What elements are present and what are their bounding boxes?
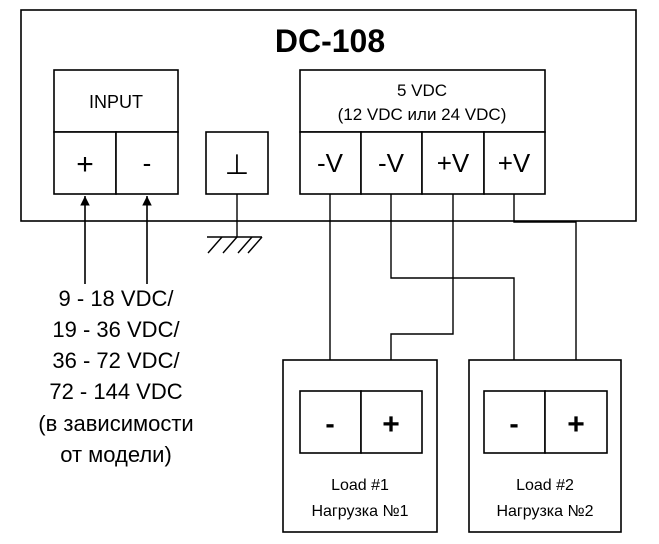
load-2-name-ru: Нагрузка №2 bbox=[496, 503, 593, 520]
output-voltage-line2: (12 VDC или 24 VDC) bbox=[338, 105, 507, 124]
input-range-line: 36 - 72 VDC/ bbox=[52, 348, 180, 373]
input-terminal-block: INPUT + - bbox=[53, 69, 179, 195]
output-terminal-3 bbox=[421, 131, 485, 195]
output-terminal-4 bbox=[483, 131, 546, 195]
output-terminal-1-label: -V bbox=[317, 148, 344, 178]
input-range-line: от модели) bbox=[60, 442, 172, 467]
device-title: DC-108 bbox=[275, 23, 385, 59]
ground-symbol: ⊥ bbox=[225, 149, 249, 180]
input-range-line: 19 - 36 VDC/ bbox=[52, 317, 180, 342]
input-ranges-text: 9 - 18 VDC/ 19 - 36 VDC/ 36 - 72 VDC/ 72… bbox=[38, 286, 193, 467]
input-range-line: 72 - 144 VDC bbox=[49, 379, 182, 404]
load-2-name-en: Load #2 bbox=[516, 477, 574, 494]
load-2-minus-terminal bbox=[483, 390, 546, 454]
output-terminal-2-label: -V bbox=[378, 148, 405, 178]
load-1-name-en: Load #1 bbox=[331, 477, 389, 494]
ground-terminal: ⊥ bbox=[205, 131, 269, 254]
load-1-minus-label: - bbox=[325, 408, 334, 439]
load-1-plus-label: + bbox=[382, 408, 400, 441]
input-plus-label: + bbox=[76, 148, 94, 181]
input-minus-terminal bbox=[115, 131, 179, 195]
output-terminal-4-label: +V bbox=[498, 148, 531, 178]
output-voltage-line1: 5 VDC bbox=[397, 81, 447, 100]
load-2-minus-label: - bbox=[509, 408, 518, 439]
wire-load2-minus bbox=[390, 194, 519, 389]
output-terminal-block: 5 VDC (12 VDC или 24 VDC) -V -V +V +V bbox=[299, 69, 546, 195]
input-range-line: 9 - 18 VDC/ bbox=[59, 286, 175, 311]
input-label: INPUT bbox=[89, 92, 143, 112]
load-1: - + Load #1 Нагрузка №1 bbox=[282, 359, 438, 533]
load-2-plus-label: + bbox=[567, 408, 585, 441]
output-terminal-3-label: +V bbox=[437, 148, 470, 178]
input-range-line: (в зависимости bbox=[38, 411, 193, 436]
load-1-plus-terminal bbox=[360, 390, 423, 454]
load-2: - + Load #2 Нагрузка №2 bbox=[468, 359, 622, 533]
input-minus-label: - bbox=[143, 148, 152, 178]
wire-load2-plus bbox=[513, 194, 581, 389]
input-plus-terminal bbox=[53, 131, 117, 195]
load-1-name-ru: Нагрузка №1 bbox=[311, 503, 408, 520]
load-2-plus-terminal bbox=[544, 390, 608, 454]
